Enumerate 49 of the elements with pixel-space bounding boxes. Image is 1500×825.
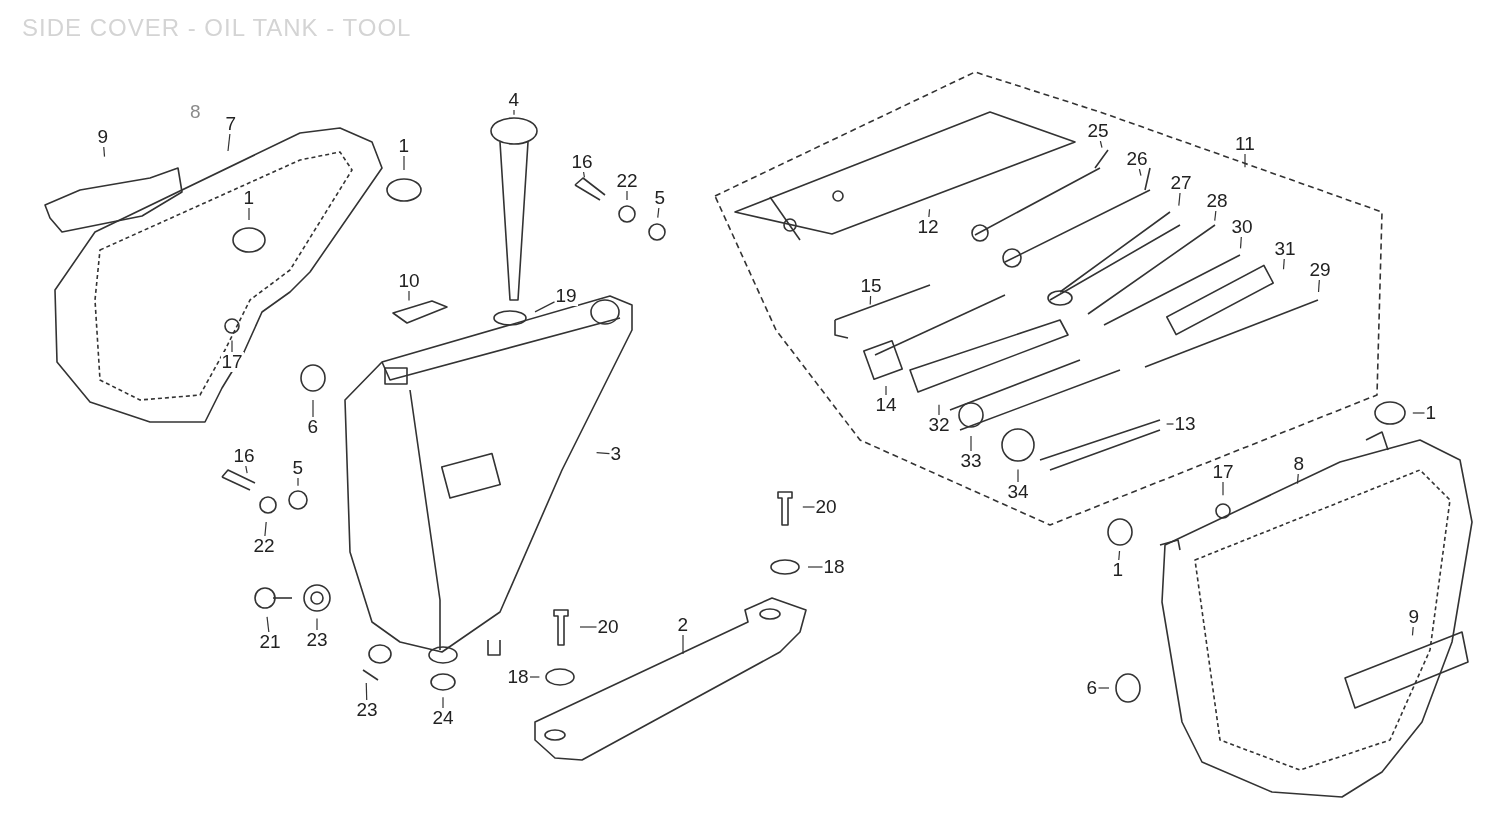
leader-line [231, 340, 233, 353]
leader-line [1239, 236, 1242, 249]
leader-line [1138, 168, 1142, 177]
leader-line [1412, 412, 1426, 414]
leader-line [1282, 258, 1285, 270]
callout-number: 26 [1125, 149, 1149, 169]
leader-line [442, 696, 444, 709]
leader-line [1296, 473, 1299, 485]
leader-line [1099, 140, 1103, 149]
leader-line [266, 616, 270, 633]
leader-line [248, 207, 250, 221]
callout-number: 19 [554, 286, 578, 306]
leader-line [1166, 423, 1175, 425]
leader-line [1214, 210, 1217, 222]
leader-line [802, 506, 816, 508]
leader-line [534, 301, 556, 313]
leader-line [682, 634, 684, 655]
leader-line [579, 626, 598, 628]
leader-line [312, 399, 314, 418]
leader-line [245, 465, 248, 474]
leader-line [297, 477, 299, 487]
leader-line [657, 207, 660, 219]
leader-line [1244, 153, 1246, 168]
leader-line [970, 435, 972, 452]
leader-line [1017, 468, 1019, 483]
leader-line [403, 155, 405, 171]
leader-line [408, 290, 410, 302]
leader-line [807, 566, 824, 568]
leader-line [596, 452, 611, 455]
leader-line [626, 190, 628, 201]
leader-line [928, 208, 931, 218]
leader-line [1178, 192, 1181, 207]
leader-line [1118, 550, 1121, 561]
leader-line [1411, 626, 1414, 636]
leader-line [1222, 481, 1224, 496]
leader-line [227, 133, 231, 152]
callout-number: 17 [220, 352, 244, 372]
leader-line [264, 521, 267, 537]
leader-line [316, 618, 318, 631]
leader-line [938, 404, 940, 416]
callout-number: 25 [1086, 121, 1110, 141]
leader-line [885, 385, 887, 396]
leader-line [1317, 279, 1320, 293]
callout-number: 8 [190, 102, 201, 122]
leader-line [583, 171, 586, 178]
leader-line [513, 109, 515, 116]
leader-line [103, 146, 106, 158]
leader-line [528, 676, 540, 678]
leader-line [1097, 687, 1110, 689]
